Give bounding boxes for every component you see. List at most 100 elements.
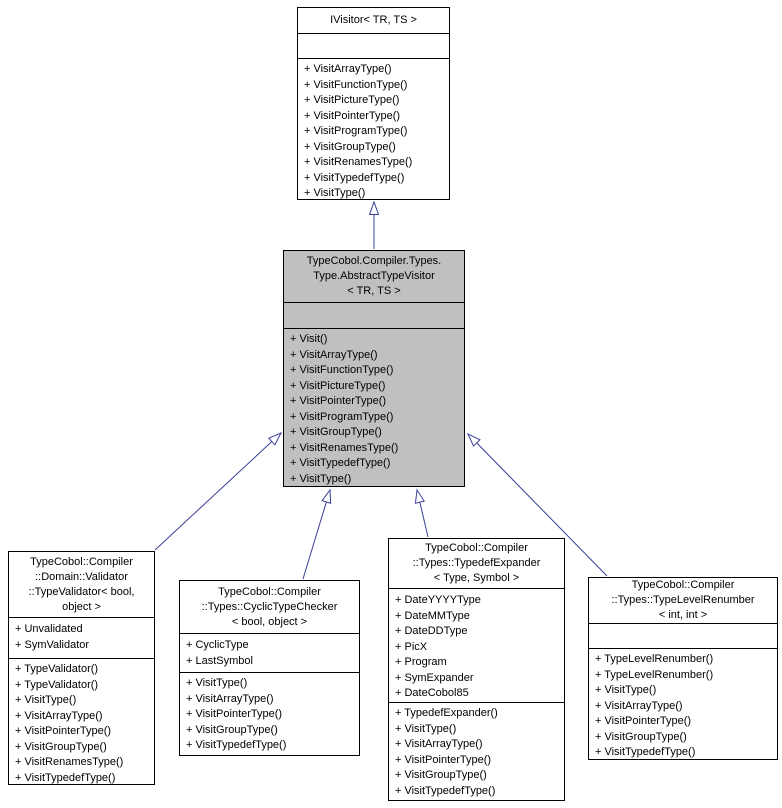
class-method: + VisitPointerType()	[395, 753, 492, 766]
class-title-line: ::Types::CyclicTypeChecker	[201, 600, 338, 613]
class-method: + VisitArrayType()	[395, 738, 483, 750]
inheritance-edge-typedef-expander-to-abstract-type-visitor	[414, 488, 429, 538]
class-attribute: + DateCobol85	[395, 687, 469, 699]
class-method: + VisitPictureType()	[290, 379, 386, 392]
class-title-line: < int, int >	[658, 609, 708, 621]
class-methods: + Visit() + VisitArrayType() + VisitFuncti…	[284, 329, 464, 486]
class-box-cyclic-type-checker[interactable]: TypeCobol::Compiler::Types::CyclicTypeCh…	[179, 580, 360, 756]
class-method: + Visit()	[290, 333, 328, 345]
class-method: + VisitGroupType()	[15, 740, 107, 753]
class-title-line: ::Types::TypeLevelRenumber	[611, 594, 755, 606]
class-method: + VisitTypedefType()	[395, 784, 496, 797]
class-title-line: < Type, Symbol >	[433, 572, 520, 584]
class-title-line: TypeCobol.Compiler.Types.	[306, 255, 442, 267]
class-method: + VisitTypedefType()	[290, 457, 391, 469]
class-method: + VisitProgramType()	[290, 410, 394, 423]
class-attributes	[298, 34, 449, 59]
class-methods: + TypeValidator() + TypeValidator() + Visi…	[9, 659, 154, 784]
class-box-type-level-renumber[interactable]: TypeCobol::Compiler::Types::TypeLevelRen…	[588, 577, 778, 760]
class-method: + VisitArrayType()	[595, 699, 683, 712]
inheritance-edge-type-validator-to-abstract-type-visitor	[154, 431, 283, 551]
class-attribute: + Unvalidated	[15, 623, 83, 635]
class-method: + TypeLevelRenumber()	[595, 653, 714, 665]
class-title-line: Type.AbstractTypeVisitor	[313, 270, 435, 282]
class-attribute: + LastSymbol	[186, 654, 253, 667]
class-method: + VisitPointerType()	[304, 109, 401, 122]
class-attribute: + CyclicType	[186, 639, 249, 651]
class-method: + VisitProgramType()	[304, 125, 408, 137]
class-title-line: ::TypeValidator< bool,	[28, 585, 135, 598]
class-method: + VisitArrayType()	[290, 348, 378, 361]
class-method: + VisitGroupType()	[395, 769, 487, 781]
class-title-line: TypeCobol::Compiler	[425, 542, 528, 554]
class-method: + VisitPointerType()	[186, 708, 283, 720]
class-method: + TypeLevelRenumber()	[595, 668, 714, 681]
class-method: + VisitFunctionType()	[304, 78, 408, 91]
class-methods: + VisitType() + VisitArrayType() + VisitPo…	[180, 673, 359, 755]
class-method: + VisitType()	[395, 722, 457, 735]
class-method: + VisitTypedefType()	[595, 746, 696, 758]
class-method: + TypeValidator()	[15, 663, 99, 675]
class-method: + VisitFunctionType()	[290, 364, 394, 376]
class-title-line: ::Types::TypedefExpander	[412, 557, 541, 569]
class-method: + VisitGroupType()	[186, 723, 278, 736]
class-method: + VisitArrayType()	[186, 692, 274, 705]
class-box-abstract-type-visitor: TypeCobol.Compiler.Types. Type.AbstractTy…	[283, 250, 465, 487]
class-method: + VisitArrayType()	[15, 709, 103, 722]
class-box-type-validator[interactable]: TypeCobol::Compiler::Domain::Validator::…	[8, 551, 155, 785]
class-attribute: + DateDDType	[395, 625, 468, 637]
class-methods: + VisitArrayType() + VisitFunctionType() +…	[298, 59, 449, 199]
class-method: + VisitTypedefType()	[186, 739, 287, 751]
class-title-line: ::Domain::Validator	[35, 570, 128, 583]
class-attribute: + SymExpander	[395, 671, 474, 684]
class-attributes: + CyclicType + LastSymbol	[180, 634, 359, 673]
class-attributes: + DateYYYYType + DateMMType + DateDDType + …	[389, 589, 564, 703]
class-title-line: < TR, TS >	[347, 285, 401, 297]
class-method: + VisitType()	[595, 684, 657, 696]
class-title-line: < bool, object >	[231, 615, 308, 628]
class-method: + VisitGroupType()	[304, 140, 396, 153]
class-method: + VisitType()	[15, 694, 77, 706]
class-attribute: + SymValidator	[15, 638, 90, 651]
class-title: TypeCobol.Compiler.Types. Type.AbstractTy…	[284, 251, 464, 303]
class-title: IVisitor< TR, TS >	[298, 8, 449, 34]
class-method: + VisitRenamesType()	[304, 156, 413, 168]
class-attribute: + DateYYYYType	[395, 594, 481, 606]
class-method: + VisitGroupType()	[595, 730, 687, 743]
class-methods: + TypedefExpander() + VisitType() + VisitA…	[389, 703, 564, 800]
class-title: TypeCobol::Compiler::Types::TypedefExpan…	[389, 539, 564, 589]
class-attribute: + DateMMType	[395, 609, 470, 622]
class-method: + VisitGroupType()	[290, 426, 382, 438]
class-attributes	[589, 624, 777, 649]
class-title-line: IVisitor< TR, TS >	[330, 14, 417, 26]
class-method: + TypedefExpander()	[395, 707, 498, 719]
class-method: + VisitRenamesType()	[290, 441, 399, 454]
class-method: + VisitPointerType()	[15, 725, 112, 737]
class-title: TypeCobol::Compiler::Domain::Validator::…	[9, 552, 154, 618]
class-method: + VisitTypedefType()	[304, 171, 405, 184]
class-method: + VisitPictureType()	[304, 94, 400, 106]
class-method: + VisitArrayType()	[304, 63, 392, 75]
class-box-typedef-expander[interactable]: TypeCobol::Compiler::Types::TypedefExpan…	[388, 538, 565, 801]
class-method: + VisitType()	[290, 472, 352, 485]
class-title: TypeCobol::Compiler::Types::CyclicTypeCh…	[180, 581, 359, 634]
class-title-line: object >	[62, 600, 101, 613]
class-method: + VisitTypedefType()	[15, 771, 116, 784]
class-method: + VisitType()	[304, 187, 366, 199]
class-method: + VisitPointerType()	[290, 395, 387, 407]
class-attributes	[284, 303, 464, 329]
class-title-line: TypeCobol::Compiler	[218, 585, 321, 598]
class-box-ivisitor[interactable]: IVisitor< TR, TS >+ VisitArrayType()+ Vi…	[297, 7, 450, 200]
class-method: + VisitPointerType()	[595, 715, 692, 727]
class-title-line: TypeCobol::Compiler	[631, 579, 735, 591]
class-methods: + TypeLevelRenumber() + TypeLevelRenumber…	[589, 649, 777, 759]
class-title-line: TypeCobol::Compiler	[30, 555, 133, 568]
inheritance-edge-cyclic-type-checker-to-abstract-type-visitor	[302, 488, 332, 580]
class-title: TypeCobol::Compiler::Types::TypeLevelRen…	[589, 578, 777, 624]
class-attribute: + Program	[395, 656, 447, 668]
class-attributes: + Unvalidated + SymValidator	[9, 618, 154, 659]
class-method: + TypeValidator()	[15, 678, 99, 691]
class-method: + VisitType()	[186, 677, 248, 689]
class-attribute: + PicX	[395, 640, 428, 653]
